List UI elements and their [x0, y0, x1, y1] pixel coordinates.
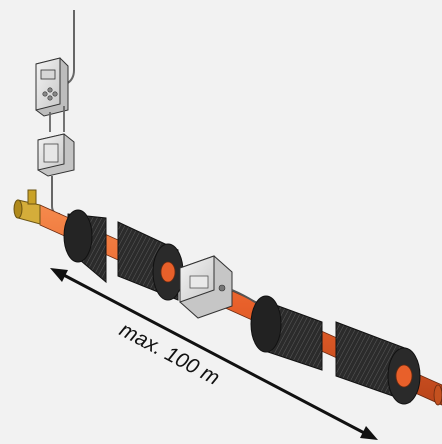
display-icon	[40, 69, 56, 80]
dimension-arrow	[50, 268, 378, 440]
insulation-segment-1	[63, 209, 107, 284]
pipe-end	[433, 384, 442, 406]
insulation-segment-4	[335, 321, 421, 405]
dimension-label: max. 100 m	[116, 318, 224, 390]
control-button-icon	[42, 91, 48, 97]
insulation-segment-3	[250, 295, 323, 371]
valve-fitting	[13, 189, 41, 225]
insulation-segment-2	[117, 221, 184, 301]
connection-box-middle	[179, 255, 259, 319]
thermostat-controller	[35, 57, 69, 117]
connection-box-upper	[37, 133, 75, 177]
heating-cable-lead	[51, 176, 61, 215]
control-cable	[49, 106, 65, 132]
